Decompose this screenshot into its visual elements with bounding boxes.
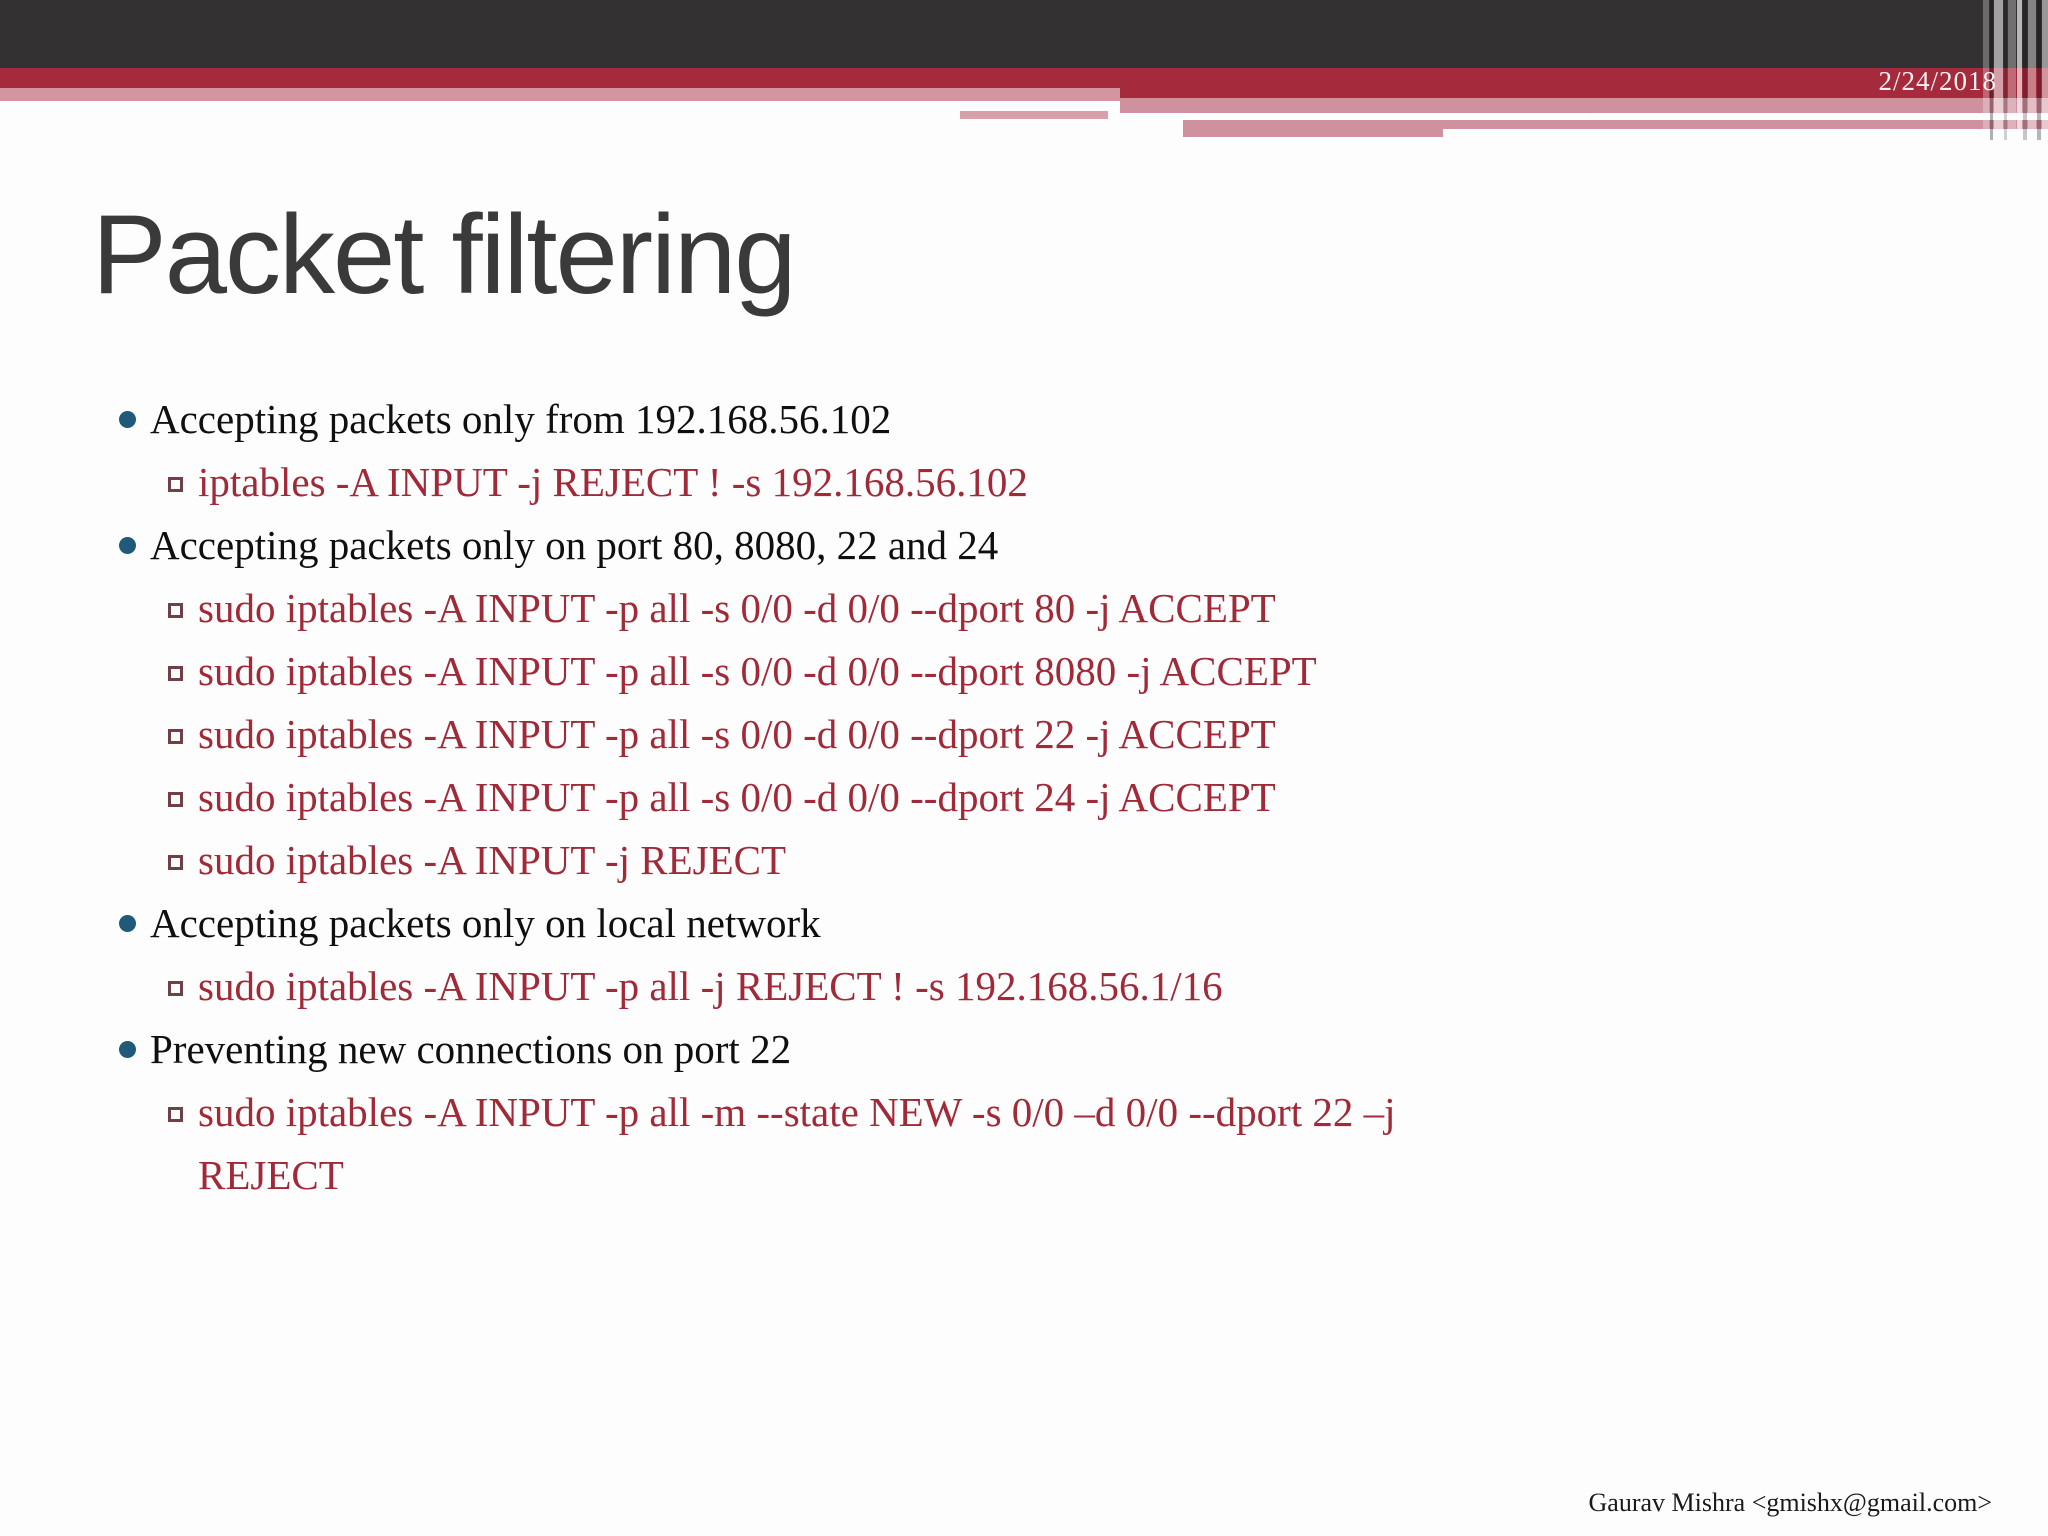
square-bullet-icon xyxy=(168,981,183,996)
header-pink-stripe-right-2b xyxy=(1443,120,2048,129)
square-bullet-icon xyxy=(168,855,183,870)
square-bullet-icon xyxy=(168,729,183,744)
list-item: Accepting packets only from 192.168.56.1… xyxy=(0,388,1900,451)
list-item: sudo iptables -A INPUT -p all -m --state… xyxy=(0,1081,1900,1207)
square-bullet-icon xyxy=(168,477,183,492)
command-text: sudo iptables -A INPUT -p all -s 0/0 -d … xyxy=(198,648,1317,694)
circle-bullet-icon xyxy=(119,411,136,428)
command-text: iptables -A INPUT -j REJECT ! -s 192.168… xyxy=(198,459,1028,505)
header-pink-stripe-left xyxy=(0,88,1120,101)
footer-author: Gaurav Mishra <gmishx@gmail.com> xyxy=(1588,1488,1992,1517)
list-item: sudo iptables -A INPUT -p all -s 0/0 -d … xyxy=(0,640,1900,703)
list-item-text: Accepting packets only from 192.168.56.1… xyxy=(150,396,892,442)
square-bullet-icon xyxy=(168,792,183,807)
circle-bullet-icon xyxy=(119,1041,136,1058)
header-dark-bar xyxy=(0,0,2048,68)
header-white-gap-line xyxy=(1183,113,1587,120)
command-text: sudo iptables -A INPUT -j REJECT xyxy=(198,837,787,883)
command-text: sudo iptables -A INPUT -p all -s 0/0 -d … xyxy=(198,774,1276,820)
slide-date: 2/24/2018 xyxy=(1878,66,1997,96)
list-item: sudo iptables -A INPUT -p all -s 0/0 -d … xyxy=(0,577,1900,640)
header-pink-stripe-right-2a xyxy=(1183,120,1443,137)
bullet-list: Accepting packets only from 192.168.56.1… xyxy=(0,388,1900,1207)
square-bullet-icon xyxy=(168,1107,183,1122)
command-text: sudo iptables -A INPUT -p all -s 0/0 -d … xyxy=(198,585,1276,631)
list-item: Accepting packets only on local network xyxy=(0,892,1900,955)
circle-bullet-icon xyxy=(119,915,136,932)
list-item: Accepting packets only on port 80, 8080,… xyxy=(0,514,1900,577)
header-pink-dash xyxy=(960,111,1108,119)
list-item: sudo iptables -A INPUT -p all -s 0/0 -d … xyxy=(0,766,1900,829)
command-text: sudo iptables -A INPUT -p all -m --state… xyxy=(198,1089,1396,1198)
square-bullet-icon xyxy=(168,603,183,618)
list-item-text: Preventing new connections on port 22 xyxy=(150,1026,792,1072)
list-item-text: Accepting packets only on port 80, 8080,… xyxy=(150,522,999,568)
square-bullet-icon xyxy=(168,666,183,681)
list-item: sudo iptables -A INPUT -p all -s 0/0 -d … xyxy=(0,703,1900,766)
command-text: sudo iptables -A INPUT -p all -s 0/0 -d … xyxy=(198,711,1276,757)
header-maroon-stripe xyxy=(0,68,2048,88)
list-item: sudo iptables -A INPUT -p all -j REJECT … xyxy=(0,955,1900,1018)
list-item: sudo iptables -A INPUT -j REJECT xyxy=(0,829,1900,892)
list-item: iptables -A INPUT -j REJECT ! -s 192.168… xyxy=(0,451,1900,514)
list-item: Preventing new connections on port 22 xyxy=(0,1018,1900,1081)
list-item-text: Accepting packets only on local network xyxy=(150,900,821,946)
header-maroon-stripe-right xyxy=(1120,88,2048,98)
circle-bullet-icon xyxy=(119,537,136,554)
command-text: sudo iptables -A INPUT -p all -j REJECT … xyxy=(198,963,1223,1009)
page-title: Packet filtering xyxy=(92,192,797,317)
header-pink-stripe-right-1 xyxy=(1120,98,2048,113)
